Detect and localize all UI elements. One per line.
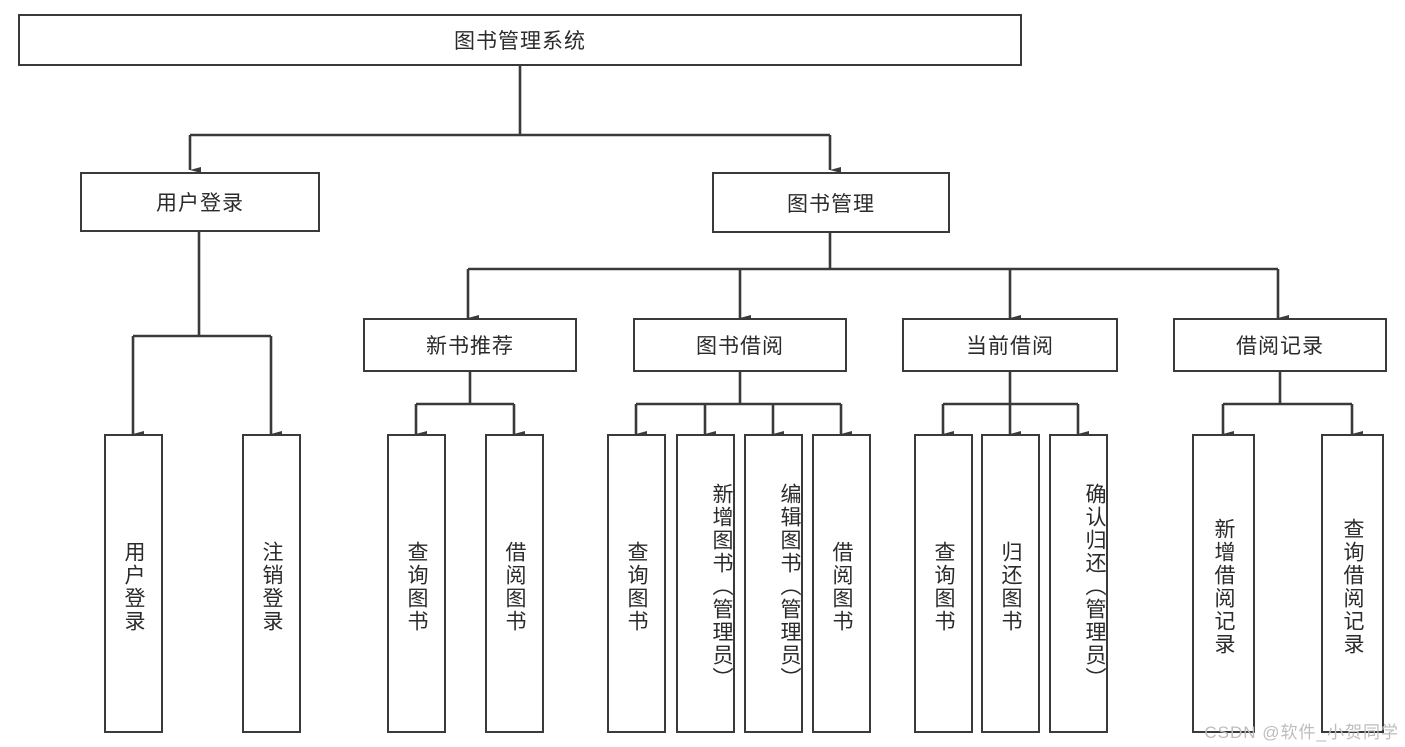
leaf-user-login-login[interactable]: 用户登录 <box>104 434 163 733</box>
leaf-label: 查询图书 <box>405 540 429 633</box>
leaf-book-borrow-query-book[interactable]: 查询图书 <box>607 434 666 733</box>
leaf-user-login-logout[interactable]: 注销登录 <box>242 434 301 733</box>
leaf-label: 注销登录 <box>260 540 284 633</box>
leaf-current-borrow-query-book[interactable]: 查询图书 <box>914 434 973 733</box>
leaf-label: 新增借阅记录 <box>1212 517 1236 656</box>
leaf-label: 查询图书 <box>625 540 649 633</box>
node-user-login[interactable]: 用户登录 <box>80 172 320 232</box>
leaf-label: 查询图书 <box>932 540 956 633</box>
leaf-label: 查询借阅记录 <box>1341 517 1365 656</box>
leaf-label: 编辑图书（管理员） <box>778 483 801 690</box>
leaf-label: 新增图书（管理员） <box>710 483 733 690</box>
node-borrow-record-label: 借阅记录 <box>1236 335 1324 358</box>
node-book-management[interactable]: 图书管理 <box>712 172 950 233</box>
leaf-current-borrow-confirm-return-admin[interactable]: 确认归还（管理员） <box>1049 434 1108 733</box>
leaf-borrow-record-query-record[interactable]: 查询借阅记录 <box>1321 434 1384 733</box>
leaf-label: 借阅图书 <box>830 540 854 633</box>
leaf-book-borrow-borrow-book[interactable]: 借阅图书 <box>812 434 871 733</box>
node-new-book-recommend-label: 新书推荐 <box>426 335 514 358</box>
leaf-label: 用户登录 <box>122 540 146 633</box>
node-current-borrow-label: 当前借阅 <box>966 335 1054 358</box>
node-user-login-label: 用户登录 <box>156 192 244 215</box>
node-new-book-recommend[interactable]: 新书推荐 <box>363 318 577 372</box>
leaf-new-book-query-book[interactable]: 查询图书 <box>387 434 446 733</box>
leaf-label: 借阅图书 <box>503 540 527 633</box>
leaf-label: 确认归还（管理员） <box>1083 483 1106 690</box>
leaf-new-book-borrow-book[interactable]: 借阅图书 <box>485 434 544 733</box>
node-book-borrow-label: 图书借阅 <box>696 335 784 358</box>
node-book-borrow[interactable]: 图书借阅 <box>633 318 847 372</box>
node-current-borrow[interactable]: 当前借阅 <box>902 318 1118 372</box>
watermark-text: CSDN @软件_小贺同学 <box>1204 723 1399 742</box>
leaf-book-borrow-edit-book-admin[interactable]: 编辑图书（管理员） <box>744 434 803 733</box>
leaf-label: 归还图书 <box>999 540 1023 633</box>
leaf-borrow-record-add-record[interactable]: 新增借阅记录 <box>1192 434 1255 733</box>
leaf-book-borrow-add-book-admin[interactable]: 新增图书（管理员） <box>676 434 735 733</box>
node-root[interactable]: 图书管理系统 <box>18 14 1022 66</box>
node-root-label: 图书管理系统 <box>454 30 586 53</box>
leaf-current-borrow-return-book[interactable]: 归还图书 <box>981 434 1040 733</box>
node-book-management-label: 图书管理 <box>787 192 875 216</box>
node-borrow-record[interactable]: 借阅记录 <box>1173 318 1387 372</box>
